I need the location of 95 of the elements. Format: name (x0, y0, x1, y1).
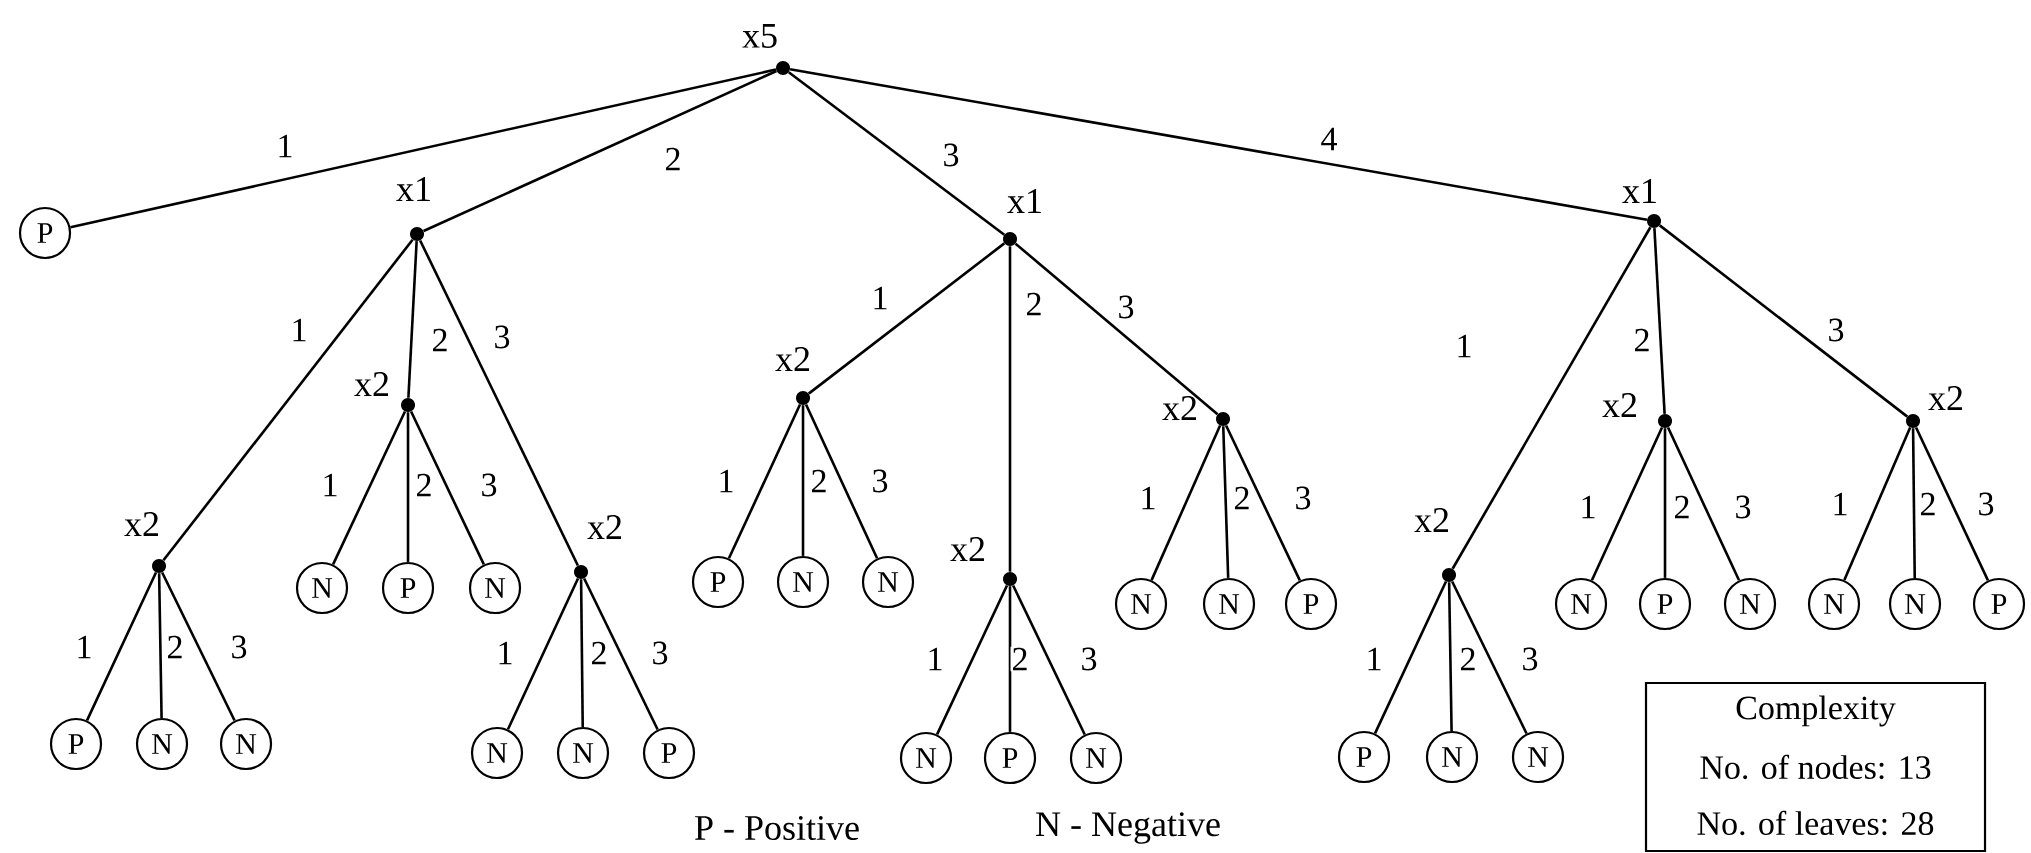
node-label: x2 (1162, 396, 1197, 420)
node-label: x2 (1602, 393, 1637, 417)
branch-line (1843, 427, 1912, 581)
branch-line (1008, 586, 1012, 732)
edge-label: 1 (925, 646, 945, 672)
branch-line (1653, 228, 1666, 414)
branch-line (1221, 426, 1230, 578)
branch-line (1373, 580, 1448, 734)
node-label: x2 (1414, 508, 1449, 532)
branch-line (1014, 242, 1219, 416)
edge-label: 2 (414, 472, 434, 498)
edge-label: 3 (1520, 646, 1540, 672)
edge-label: 3 (1826, 317, 1846, 343)
branch-line (1658, 224, 1909, 418)
branch-line (423, 69, 777, 233)
edge-label: 1 (1364, 646, 1384, 672)
branch-line (70, 68, 777, 229)
branch-line (406, 412, 410, 562)
branch-line (1451, 580, 1528, 735)
edge-label: 1 (289, 317, 309, 343)
edge-label: 3 (492, 324, 512, 350)
node-label: x2 (354, 372, 389, 396)
edge-label: 4 (1319, 126, 1339, 152)
node-label: x2 (1928, 386, 1963, 410)
branch-line (1914, 426, 1990, 581)
branch-line (407, 241, 418, 398)
branch-line (583, 577, 659, 731)
branch-line (331, 410, 407, 565)
edge-label: 2 (1458, 646, 1478, 672)
edge-label: 1 (1454, 333, 1474, 359)
node-label: x5 (742, 24, 777, 48)
edge-label: 1 (1578, 494, 1598, 520)
branch-line (1224, 424, 1301, 581)
edge-label: 2 (1024, 291, 1044, 317)
node-label: x2 (775, 347, 810, 371)
branch-line (1150, 425, 1222, 581)
branch-line (579, 579, 585, 727)
edge-label: 1 (1830, 491, 1850, 517)
branch-line (162, 238, 414, 562)
branch-line (788, 71, 1006, 236)
edge-label: 1 (716, 468, 736, 494)
branch-line (807, 242, 1006, 395)
branch-line (85, 571, 158, 721)
edge-label: 3 (1116, 294, 1136, 320)
edge-label: 3 (1079, 646, 1099, 672)
edge-label: 2 (1918, 491, 1938, 517)
branch-line (1447, 582, 1453, 731)
edge-label: 3 (1733, 494, 1753, 520)
branch-line (727, 404, 802, 559)
branch-line (1911, 428, 1917, 578)
edge-label: 3 (1293, 485, 1313, 511)
edge-label: 1 (275, 133, 295, 159)
edge-label: 3 (650, 640, 670, 666)
edge-label: 1 (320, 472, 340, 498)
edge-label: 1 (495, 640, 515, 666)
branch-line (1590, 427, 1664, 581)
legend-text: P - Positive (695, 815, 859, 841)
edge-label: 3 (479, 472, 499, 498)
edge-label: 2 (809, 468, 829, 494)
edge-label: 2 (165, 634, 185, 660)
node-label: x1 (1007, 189, 1041, 213)
branch-line (1666, 426, 1741, 581)
edge-label: 1 (870, 285, 890, 311)
branch-line (409, 410, 485, 565)
branch-line (1008, 246, 1012, 572)
edge-label: 1 (1138, 485, 1158, 511)
node-label: x1 (396, 177, 430, 201)
node-label: x1 (1622, 179, 1656, 203)
edge-label: 2 (1672, 494, 1692, 520)
branch-line (801, 405, 805, 556)
branch-line (161, 571, 236, 722)
summary-box: Complexity No. of nodes: 13 No. of leaves: 28 (1644, 681, 1987, 853)
node-label: x2 (124, 512, 159, 536)
edge-label: 3 (941, 142, 961, 168)
edge-label: 2 (663, 146, 683, 172)
legend-text: N - Negative (1036, 812, 1220, 844)
branch-line (157, 573, 163, 718)
edge-label: 1 (74, 634, 94, 660)
branch-line (1011, 584, 1086, 736)
node-label: x2 (587, 515, 622, 539)
branch-line (935, 584, 1009, 735)
edge-label: 3 (870, 468, 890, 494)
branch-line (419, 239, 580, 567)
edge-label: 2 (589, 640, 609, 666)
edge-label: 3 (1976, 491, 1996, 517)
branch-line (804, 404, 879, 559)
edge-label: 3 (229, 634, 249, 660)
edge-label: 2 (1232, 485, 1252, 511)
edge-label: 2 (430, 327, 450, 353)
branch-line (789, 67, 1648, 222)
branch-line (1451, 226, 1652, 570)
edge-label: 2 (1632, 327, 1652, 353)
branch-line (1663, 428, 1667, 578)
node-label: x2 (950, 537, 985, 561)
branch-line (506, 578, 580, 730)
